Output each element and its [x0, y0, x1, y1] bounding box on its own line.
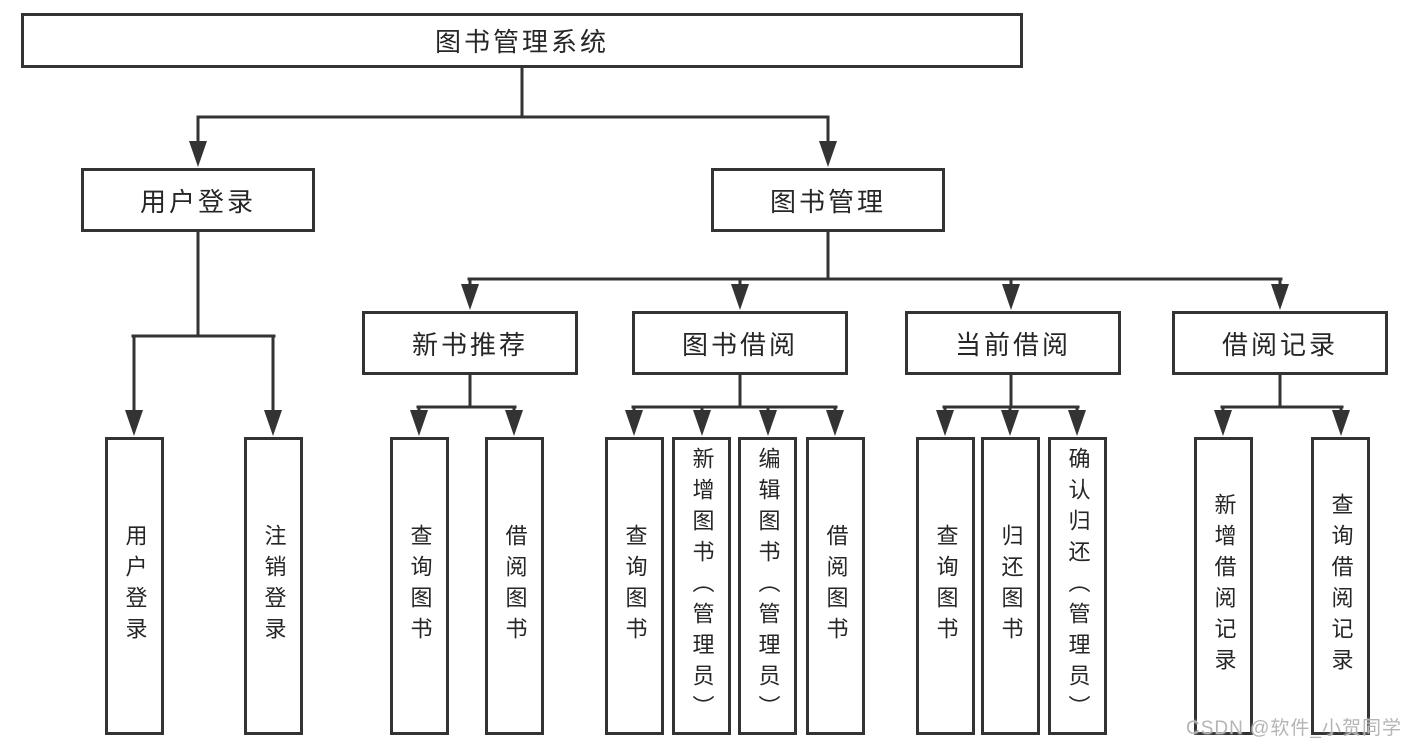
node-label: 图书管理系统 [434, 27, 609, 57]
node-label: 新书推荐 [411, 329, 528, 360]
node-book-management: 图书管理 [711, 168, 945, 232]
connector-new-book-recommend-group [410, 373, 523, 436]
node-label: 查询图书 [407, 524, 433, 648]
leaf-user-login: 用户登录 [105, 437, 164, 735]
connector-borrow-records-group [1214, 373, 1350, 436]
connector-book-borrow-group [625, 373, 844, 436]
node-label: 借阅图书 [502, 524, 528, 648]
arrow-down-icon [1068, 410, 1086, 436]
arrow-down-icon [1214, 410, 1232, 436]
node-label: 图书借阅 [681, 329, 798, 360]
node-borrow-records: 借阅记录 [1172, 311, 1388, 375]
leaf-add-book-admin: 新增图书（管理员） [672, 437, 731, 735]
leaf-add-borrow-record: 新增借阅记录 [1194, 437, 1253, 735]
arrow-down-icon [125, 410, 143, 436]
arrow-down-icon [1002, 284, 1020, 310]
connector-current-borrow-group [936, 373, 1086, 436]
node-label: 归还图书 [998, 524, 1024, 648]
arrow-down-icon [625, 410, 643, 436]
arrow-down-icon [1271, 284, 1289, 310]
arrow-down-icon [410, 410, 428, 436]
node-book-borrow: 图书借阅 [632, 311, 848, 375]
connector-book-management-to-level3 [461, 230, 1289, 310]
node-label: 用户登录 [139, 186, 256, 217]
arrow-down-icon [731, 284, 749, 310]
node-label: 用户登录 [122, 524, 148, 648]
node-label: 查询图书 [933, 524, 959, 648]
arrow-down-icon [189, 141, 207, 167]
arrow-down-icon [264, 410, 282, 436]
node-label: 当前借阅 [954, 329, 1071, 360]
node-label: 编辑图书（管理员） [755, 446, 781, 726]
node-label: 注销登录 [261, 524, 287, 648]
csdn-watermark: CSDN @软件_小贺同学 [1186, 718, 1402, 739]
node-root: 图书管理系统 [21, 13, 1023, 68]
leaf-logout: 注销登录 [244, 437, 303, 735]
arrow-down-icon [461, 284, 479, 310]
node-label: 查询借阅记录 [1328, 493, 1354, 679]
leaf-query-book-borrow: 查询图书 [605, 437, 664, 735]
node-label: 新增借阅记录 [1211, 493, 1237, 679]
node-label: 查询图书 [622, 524, 648, 648]
arrow-down-icon [1001, 410, 1019, 436]
leaf-query-book-current: 查询图书 [916, 437, 975, 735]
arrow-down-icon [759, 410, 777, 436]
arrow-down-icon [936, 410, 954, 436]
node-user-login: 用户登录 [81, 168, 315, 232]
node-label: 新增图书（管理员） [689, 446, 715, 726]
node-current-borrow: 当前借阅 [905, 311, 1121, 375]
arrow-down-icon [819, 141, 837, 167]
connector-user-login-group [125, 230, 282, 436]
node-label: 借阅图书 [823, 524, 849, 648]
leaf-return-book: 归还图书 [981, 437, 1040, 735]
connector-root-to-level2 [189, 66, 837, 167]
leaf-query-borrow-record: 查询借阅记录 [1311, 437, 1370, 735]
node-label: 借阅记录 [1221, 329, 1338, 360]
arrow-down-icon [693, 410, 711, 436]
leaf-edit-book-admin: 编辑图书（管理员） [738, 437, 797, 735]
node-new-book-recommend: 新书推荐 [362, 311, 578, 375]
leaf-borrow-book: 借阅图书 [806, 437, 865, 735]
arrow-down-icon [1332, 410, 1350, 436]
node-label: 确认归还（管理员） [1065, 446, 1091, 726]
node-label: 图书管理 [769, 186, 886, 217]
leaf-borrow-book-recommend: 借阅图书 [485, 437, 544, 735]
arrow-down-icon [826, 410, 844, 436]
leaf-confirm-return-admin: 确认归还（管理员） [1048, 437, 1107, 735]
leaf-query-book-recommend: 查询图书 [390, 437, 449, 735]
arrow-down-icon [505, 410, 523, 436]
